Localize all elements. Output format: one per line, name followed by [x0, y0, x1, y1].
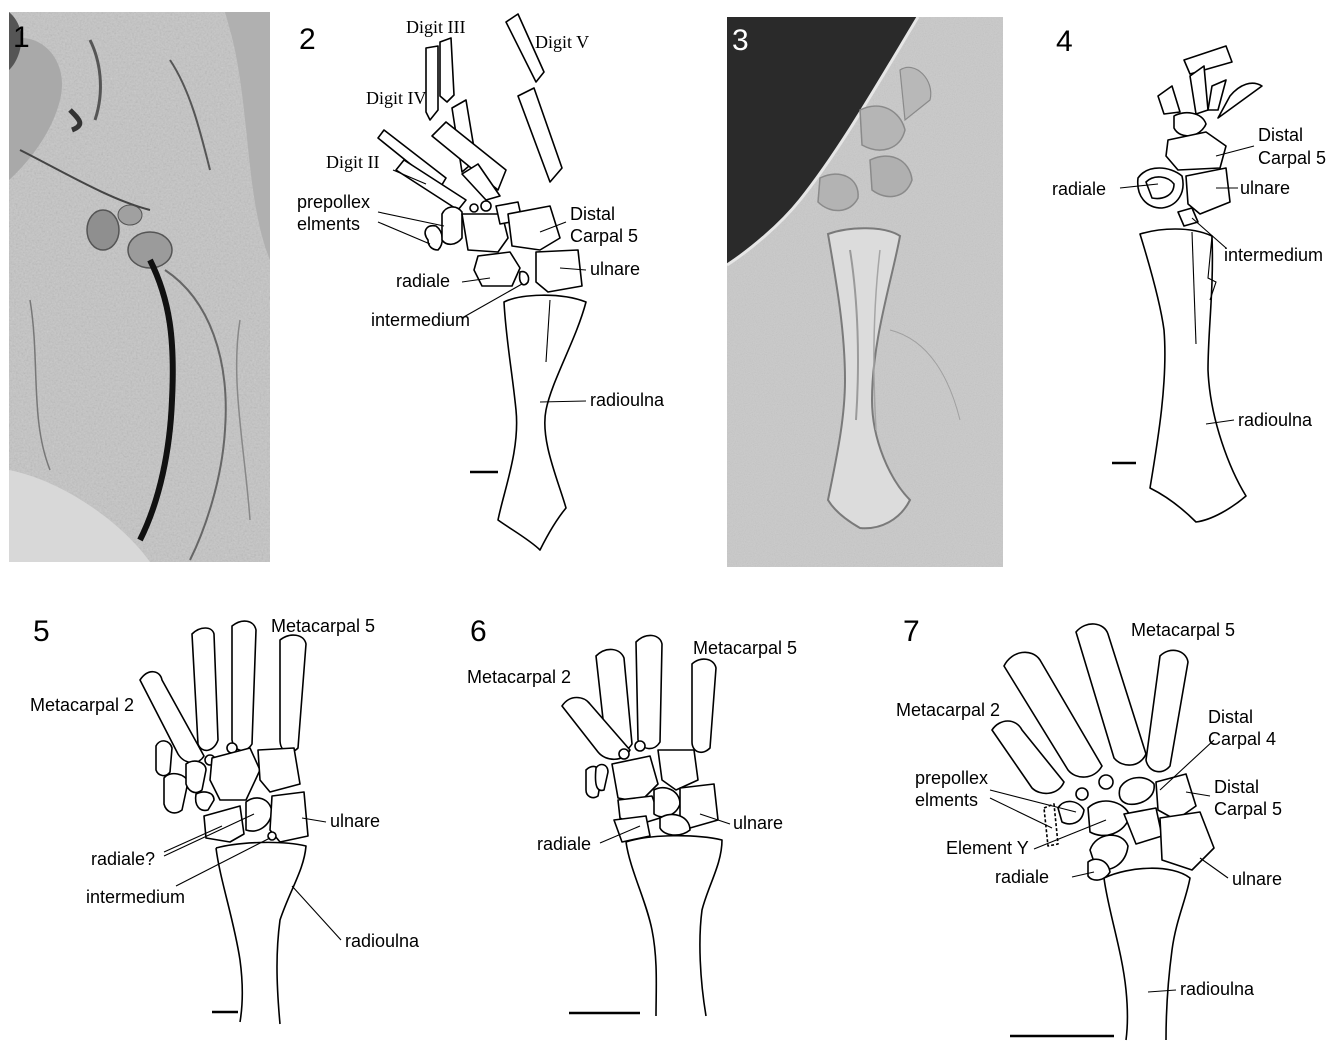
panel-4-drawing: 4 Distal Carpal 5 radiale ulnare interme… — [1052, 25, 1326, 522]
panel-5-radioulna — [216, 842, 306, 1024]
panel-7-metacarpals — [992, 624, 1188, 793]
panel-2-radioulna — [498, 295, 586, 550]
panel-6-drawing: 6 Metacarpal 5 Metacarpal 2 radiale ulna… — [467, 615, 797, 1016]
panel-2-label-intermedium: intermedium — [371, 310, 470, 330]
panel-3-number: 3 — [732, 24, 749, 57]
panel-2-label-carpal-5: Carpal 5 — [570, 226, 638, 246]
panel-7-label-element-y: Element Y — [946, 838, 1029, 858]
panel-7-label-metacarpal-5: Metacarpal 5 — [1131, 620, 1235, 640]
panel-2-label-digit-iv: Digit IV — [366, 88, 427, 108]
panel-2-label-elments: elments — [297, 214, 360, 234]
panel-4-label-intermedium: intermedium — [1224, 245, 1323, 265]
panel-4-label-distal: Distal — [1258, 125, 1303, 145]
panel-6-label-radiale: radiale — [537, 834, 591, 854]
panel-4-number: 4 — [1056, 25, 1073, 58]
panel-7-label-radioulna: radioulna — [1180, 979, 1255, 999]
panel-2-label-digit-ii: Digit II — [326, 152, 380, 172]
panel-7-radioulna — [1104, 868, 1190, 1040]
panel-5-number: 5 — [33, 615, 50, 648]
panel-7-label-elments: elments — [915, 790, 978, 810]
panel-6-label-metacarpal-2: Metacarpal 2 — [467, 667, 571, 687]
panel-7-label-prepollex: prepollex — [915, 768, 988, 788]
panel-1-number: 1 — [13, 21, 30, 54]
panel-2-label-radiale: radiale — [396, 271, 450, 291]
panel-6-number: 6 — [470, 615, 487, 648]
panel-7-label-distal-5: Distal — [1214, 777, 1259, 797]
panel-5-label-ulnare: ulnare — [330, 811, 380, 831]
panel-4-carpals — [1138, 46, 1262, 226]
panel-7-number: 7 — [903, 615, 920, 648]
panel-4-label-radioulna: radioulna — [1238, 410, 1313, 430]
panel-2-label-prepollex: prepollex — [297, 192, 370, 212]
panel-2-number: 2 — [299, 23, 316, 56]
panel-4-label-carpal-5: Carpal 5 — [1258, 148, 1326, 168]
panel-5-label-radiale: radiale? — [91, 849, 155, 869]
panel-5-label-radioulna: radioulna — [345, 931, 420, 951]
panel-4-label-radiale: radiale — [1052, 179, 1106, 199]
panel-7-label-metacarpal-2: Metacarpal 2 — [896, 700, 1000, 720]
panel-7-label-carpal-5: Carpal 5 — [1214, 799, 1282, 819]
panel-2-drawing: 2 Digit — [297, 14, 665, 550]
panel-2-label-radioulna: radioulna — [590, 390, 665, 410]
panel-5-label-metacarpal-2: Metacarpal 2 — [30, 695, 134, 715]
panel-5-label-metacarpal-5: Metacarpal 5 — [271, 616, 375, 636]
panel-6-label-ulnare: ulnare — [733, 813, 783, 833]
panel-7-carpals — [1044, 774, 1214, 880]
panel-7-label-radiale: radiale — [995, 867, 1049, 887]
panel-2-label-distal: Distal — [570, 204, 615, 224]
panel-2-label-ulnare: ulnare — [590, 259, 640, 279]
panel-5-label-intermedium: intermedium — [86, 887, 185, 907]
panel-5-drawing: 5 Metacarpal 5 Metacarpal 2 ulnare radia… — [30, 615, 420, 1024]
panel-2-label-digit-v: Digit V — [535, 32, 589, 52]
panel-6-label-metacarpal-5: Metacarpal 5 — [693, 638, 797, 658]
panel-2-label-digit-iii: Digit III — [406, 17, 465, 37]
panel-3-photo — [727, 17, 1003, 567]
panel-1-photo — [9, 12, 270, 562]
panel-7-label-distal-4: Distal — [1208, 707, 1253, 727]
panel-7-label-carpal-4: Carpal 4 — [1208, 729, 1276, 749]
panel-7-drawing: 7 Metacarpal 5 Metacarpal 2 Distal Carpa… — [896, 615, 1282, 1040]
panel-7-label-ulnare: ulnare — [1232, 869, 1282, 889]
panel-4-label-ulnare: ulnare — [1240, 178, 1290, 198]
panel-6-radioulna — [626, 836, 722, 1016]
